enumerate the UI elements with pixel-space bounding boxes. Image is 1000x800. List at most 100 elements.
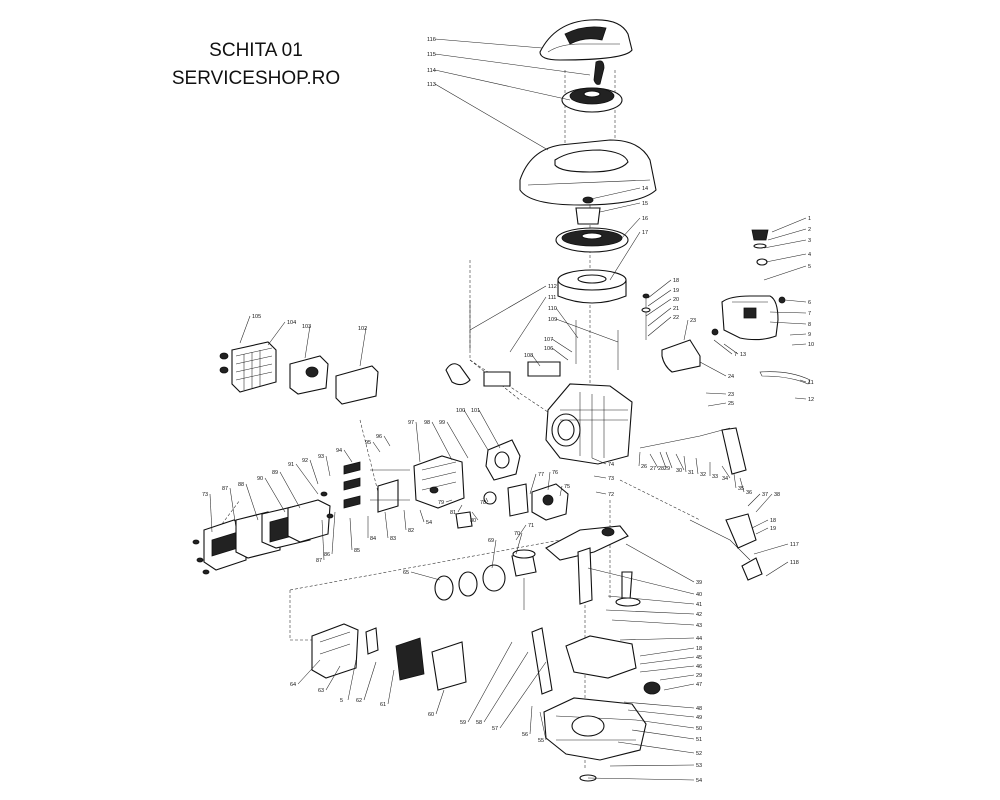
- starter-pulley: [561, 87, 623, 113]
- part-number-label: 74: [608, 462, 614, 468]
- leader-line: [794, 397, 807, 400]
- part-number-label: 87: [222, 486, 228, 492]
- part-number-label: 54: [426, 520, 432, 526]
- part-number-label: 84: [370, 536, 376, 542]
- starter-cup: [575, 207, 601, 225]
- studs: [641, 293, 651, 340]
- leader-line: [467, 641, 513, 723]
- leader-line: [321, 519, 325, 561]
- part-number-label: 77: [538, 472, 544, 478]
- part-number-label: 5: [340, 698, 343, 704]
- leader-line: [587, 567, 695, 595]
- leader-line: [264, 477, 286, 513]
- part-number-label: 110: [548, 306, 557, 312]
- leader-line: [431, 421, 453, 461]
- leader-line: [279, 471, 301, 509]
- part-number-label: 49: [696, 715, 702, 721]
- leader-line: [638, 451, 641, 467]
- leader-line: [325, 665, 341, 691]
- leader-line: [799, 379, 807, 383]
- leader-line: [753, 543, 789, 555]
- leader-line: [559, 485, 563, 497]
- part-number-label: 29: [696, 673, 702, 679]
- part-number-label: 19: [770, 526, 776, 532]
- leader-line: [478, 409, 501, 449]
- part-number-label: 25: [728, 401, 734, 407]
- part-number-label: 6: [808, 300, 811, 306]
- part-number-label: 73: [202, 492, 208, 498]
- leader-line: [419, 509, 425, 523]
- leader-line: [723, 343, 739, 355]
- piston-rings: [434, 564, 506, 601]
- part-number-label: 102: [358, 326, 367, 332]
- part-number-label: 23: [690, 318, 696, 324]
- leader-line: [721, 465, 731, 479]
- part-number-label: 7: [734, 352, 737, 358]
- part-number-label: 104: [287, 320, 296, 326]
- part-number-label: 31: [688, 470, 694, 476]
- camshaft: [621, 571, 633, 601]
- cover-bolts: [192, 491, 334, 575]
- leader-line: [457, 504, 463, 513]
- leader-line: [713, 339, 733, 355]
- governor-bracket: [661, 339, 701, 373]
- part-number-label: 1: [808, 216, 811, 222]
- part-number-label: 97: [408, 420, 414, 426]
- leader-line: [463, 409, 489, 451]
- part-number-label: 46: [696, 664, 702, 670]
- part-number-label: 18: [673, 278, 679, 284]
- part-number-label: 105: [252, 314, 261, 320]
- part-number-label: 114: [427, 68, 436, 74]
- crankcase-gasket: [565, 635, 637, 679]
- leader-line: [645, 298, 672, 317]
- leader-line: [387, 669, 395, 705]
- part-number-label: 94: [336, 448, 342, 454]
- leader-line: [515, 524, 527, 541]
- part-number-label: 34: [722, 476, 728, 482]
- part-number-label: 36: [746, 490, 752, 496]
- part-number-label: 100: [456, 408, 465, 414]
- part-number-label: 52: [696, 751, 702, 757]
- leader-line: [607, 595, 695, 605]
- part-number-label: 22: [673, 315, 679, 321]
- leader-line: [755, 493, 773, 513]
- leader-line: [483, 651, 529, 723]
- leader-line: [297, 659, 321, 685]
- leader-line: [767, 228, 807, 241]
- part-number-label: 89: [272, 470, 278, 476]
- leader-line: [623, 701, 695, 709]
- leader-line: [209, 493, 213, 533]
- part-number-label: 90: [257, 476, 263, 482]
- governor-linkage: [639, 427, 763, 581]
- part-number-label: 69: [488, 538, 494, 544]
- leader-line: [295, 463, 319, 495]
- part-number-label: 116: [427, 37, 436, 43]
- part-number-label: 42: [696, 612, 702, 618]
- source-label: SERVICESHOP.RO: [171, 68, 341, 89]
- oil-filler-tube: [531, 627, 553, 695]
- leader-line: [763, 239, 807, 249]
- leader-line: [372, 441, 381, 453]
- leader-line: [529, 473, 537, 495]
- leader-line: [683, 455, 687, 473]
- leader-line: [649, 453, 659, 469]
- part-number-label: 87: [316, 558, 322, 564]
- leader-line: [647, 316, 672, 337]
- coil-bracket: [483, 371, 511, 387]
- leader-line: [551, 338, 573, 353]
- leader-line: [434, 53, 591, 76]
- leader-line: [739, 477, 745, 493]
- leader-line: [331, 511, 336, 555]
- leader-line: [755, 527, 769, 535]
- part-number-label: 37: [762, 492, 768, 498]
- part-number-label: 92: [302, 458, 308, 464]
- part-number-label: 45: [696, 655, 702, 661]
- leader-line: [229, 487, 237, 529]
- part-number-label: 48: [696, 706, 702, 712]
- part-number-label: 23: [728, 392, 734, 398]
- part-number-label: 18: [696, 646, 702, 652]
- part-number-label: 107: [544, 337, 553, 343]
- crankshaft: [545, 525, 629, 605]
- part-number-label: 38: [774, 492, 780, 498]
- part-number-label: 56: [522, 732, 528, 738]
